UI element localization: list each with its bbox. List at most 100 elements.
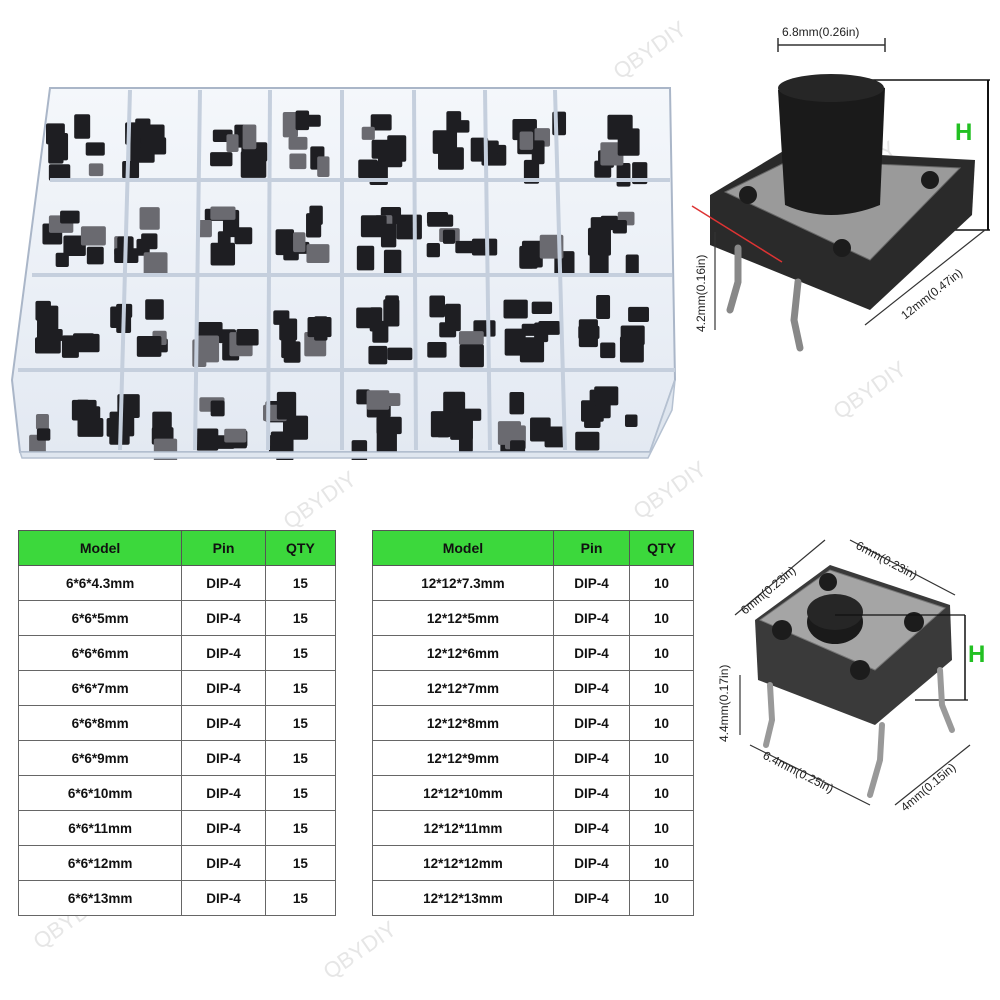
switch-part — [224, 428, 247, 443]
switch-part — [594, 386, 619, 406]
switch-part — [197, 335, 220, 363]
switch-part — [55, 252, 69, 267]
switch-part — [531, 301, 553, 315]
cell-model: 12*12*12mm — [372, 845, 554, 881]
cell-pin: DIP-4 — [181, 845, 266, 881]
switch-part — [48, 164, 71, 181]
switch-part — [136, 238, 150, 256]
switch-part — [366, 390, 390, 410]
switch-part — [136, 335, 162, 357]
switch-part — [210, 206, 236, 220]
switch-part — [544, 426, 565, 448]
switch-part — [519, 246, 543, 268]
switch-part — [122, 160, 140, 179]
cell-model: 6*6*9mm — [17, 740, 183, 776]
dim-body-width: 6mm(0.23in) — [854, 538, 920, 582]
cell-pin: DIP-4 — [552, 775, 631, 811]
switch-part — [63, 235, 86, 256]
switch-part — [356, 389, 370, 405]
cell-qty: 10 — [629, 740, 694, 776]
cell-pin: DIP-4 — [181, 635, 266, 671]
switch-part — [236, 329, 259, 346]
switch-part — [139, 207, 160, 230]
switch-part — [427, 214, 454, 227]
cell-pin: DIP-4 — [181, 565, 266, 601]
cell-pin: DIP-4 — [552, 880, 631, 916]
switch-part — [276, 391, 297, 420]
switch-part — [455, 240, 475, 254]
switch-part — [61, 335, 79, 358]
cell-qty: 10 — [629, 880, 694, 916]
cell-qty: 10 — [629, 565, 694, 601]
cell-model: 6*6*5mm — [17, 600, 183, 636]
switch-part — [368, 345, 388, 365]
cell-pin: DIP-4 — [181, 880, 266, 916]
switch-part — [317, 156, 330, 177]
cell-pin: DIP-4 — [552, 740, 631, 776]
cell-pin: DIP-4 — [181, 810, 266, 846]
cell-model: 6*6*4.3mm — [17, 565, 183, 601]
switch-part — [74, 114, 91, 139]
cell-pin: DIP-4 — [552, 565, 631, 601]
cell-pin: DIP-4 — [552, 670, 631, 706]
switch-part — [234, 227, 253, 245]
switch-part — [575, 431, 600, 451]
switch-part — [377, 148, 403, 168]
switch-part — [77, 333, 100, 353]
switch-part — [289, 153, 307, 170]
watermark-text: QBYDIY — [279, 466, 362, 534]
cell-model: 6*6*10mm — [17, 775, 183, 811]
column-header-pin: Pin — [181, 530, 266, 566]
cell-pin: DIP-4 — [552, 845, 631, 881]
switch-part — [625, 254, 639, 277]
switch-part — [619, 336, 644, 363]
cell-qty: 10 — [629, 600, 694, 636]
cell-pin: DIP-4 — [181, 740, 266, 776]
switch-part — [510, 440, 526, 455]
cell-pin: DIP-4 — [552, 705, 631, 741]
dim-pin-spacing: 4mm(0.15in) — [898, 760, 959, 814]
switch-part — [306, 244, 330, 263]
cell-pin: DIP-4 — [181, 705, 266, 741]
cell-pin: DIP-4 — [552, 810, 631, 846]
switch-part — [578, 325, 600, 339]
cell-model: 12*12*8mm — [372, 705, 554, 741]
cell-model: 6*6*13mm — [17, 880, 183, 916]
switch-part — [76, 399, 90, 413]
switch-part — [509, 392, 525, 415]
switch-part — [210, 242, 236, 266]
switch-part — [523, 159, 540, 184]
switch-part — [210, 400, 225, 417]
switch-part — [624, 414, 638, 428]
switch-part — [86, 246, 104, 265]
column-header-qty: QTY — [629, 530, 694, 566]
dim-pin-length: 4.4mm(0.17in) — [717, 665, 731, 742]
switch-part — [35, 337, 61, 354]
cell-model: 12*12*7mm — [372, 670, 554, 706]
switch-part — [275, 229, 295, 256]
cell-model: 12*12*7.3mm — [372, 565, 554, 601]
switch-part — [589, 252, 609, 275]
box-dividers — [18, 89, 675, 451]
switch-part — [450, 120, 470, 133]
switch-part — [438, 147, 464, 170]
switch-part — [88, 163, 104, 177]
switch-part — [49, 133, 69, 161]
switch-part — [471, 238, 498, 256]
cell-pin: DIP-4 — [552, 600, 631, 636]
cell-pin: DIP-4 — [181, 775, 266, 811]
cell-qty: 15 — [264, 565, 337, 601]
